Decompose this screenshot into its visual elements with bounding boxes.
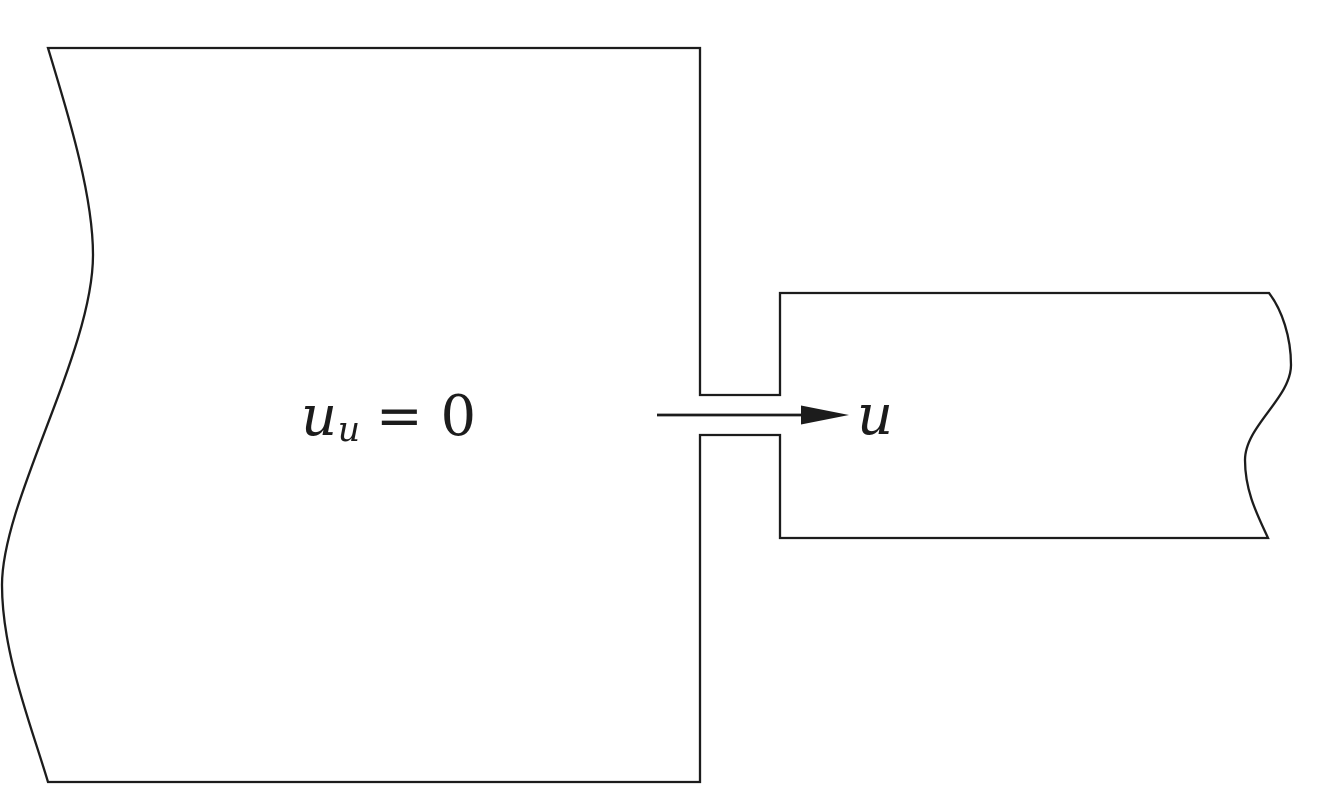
flow-arrow-head: [801, 405, 849, 425]
flow-velocity-label: u: [857, 388, 893, 444]
fluid-domain-outline: [0, 46, 1293, 784]
upstream-velocity-subscript: u: [337, 410, 361, 451]
flow-arrow: [657, 405, 849, 425]
upstream-velocity-label: uu= 0: [301, 389, 476, 448]
upstream-velocity-symbol: u: [301, 384, 338, 449]
upstream-velocity-relation: = 0: [375, 384, 477, 449]
flow-velocity-symbol: u: [857, 383, 894, 448]
